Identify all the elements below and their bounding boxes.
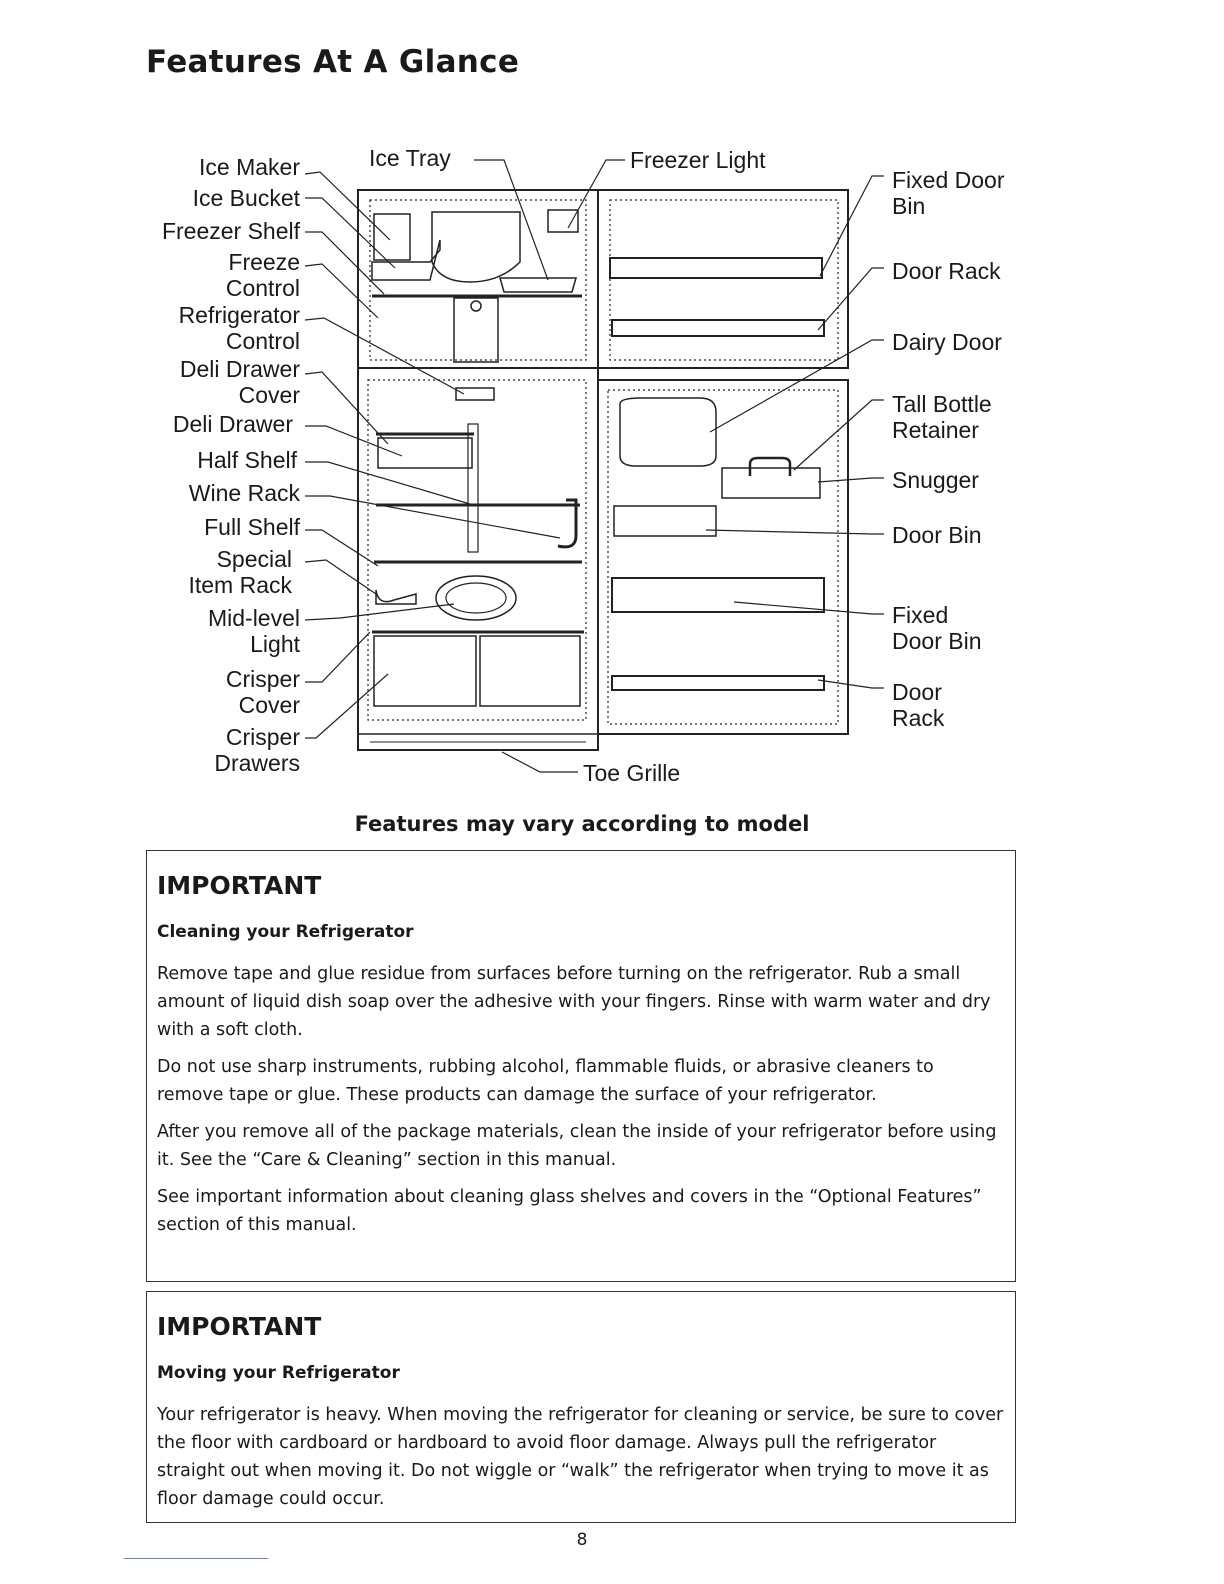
- label-freeze-control: Freeze Control: [225, 249, 300, 301]
- label-fixed-door-bin-top: Fixed Door Bin: [892, 167, 1005, 219]
- important-subheading: Cleaning your Refrigerator: [157, 922, 414, 942]
- fresh-food-door: [597, 379, 849, 735]
- label-full-shelf: Full Shelf: [204, 514, 300, 540]
- label-tall-bottle-retainer: Tall Bottle Retainer: [892, 391, 992, 443]
- paragraph: See important information about cleaning…: [157, 1187, 982, 1235]
- paragraph: Your refrigerator is heavy. When moving …: [157, 1405, 1004, 1509]
- label-special-item-rack: Special Item Rack: [188, 546, 292, 598]
- wine-rack-shape: [557, 498, 578, 549]
- paragraph: Remove tape and glue residue from surfac…: [157, 964, 991, 1040]
- important-subheading: Moving your Refrigerator: [157, 1363, 400, 1383]
- ice-bucket-shape: [371, 239, 441, 281]
- dairy-door-shape: [619, 397, 717, 467]
- label-snugger: Snugger: [892, 467, 979, 493]
- page-title: Features At A Glance: [146, 44, 520, 80]
- label-ice-maker: Ice Maker: [199, 154, 300, 180]
- crisper-drawer-right: [479, 635, 581, 707]
- important-heading: IMPORTANT: [157, 871, 322, 900]
- label-refrigerator-control: Refrigerator Control: [178, 302, 300, 354]
- crisper-drawer-left: [373, 635, 477, 707]
- label-half-shelf: Half Shelf: [197, 447, 297, 473]
- label-door-rack-bottom: Door Rack: [892, 679, 945, 731]
- ice-tray-shape: [499, 277, 577, 293]
- label-ice-bucket: Ice Bucket: [192, 185, 300, 211]
- refrigerator-illustration: [304, 159, 884, 773]
- toe-grille-shape: [357, 733, 599, 751]
- refrigerator-control-unit: [455, 387, 495, 401]
- paragraph: After you remove all of the package mate…: [157, 1122, 997, 1170]
- important-box-moving: IMPORTANT Moving your Refrigerator Your …: [146, 1291, 1016, 1523]
- label-ice-tray: Ice Tray: [369, 145, 451, 171]
- label-freezer-light: Freezer Light: [630, 147, 766, 173]
- diagram-note: Features may vary according to model: [354, 812, 810, 836]
- label-fixed-door-bin-bottom: Fixed Door Bin: [892, 602, 982, 654]
- ice-maker-unit: [373, 213, 411, 261]
- label-freezer-shelf: Freezer Shelf: [161, 218, 300, 244]
- label-wine-rack: Wine Rack: [188, 480, 300, 506]
- snugger-shape: [748, 456, 792, 476]
- paragraph: Do not use sharp instruments, rubbing al…: [157, 1057, 934, 1105]
- label-deli-drawer-cover: Deli Drawer Cover: [179, 356, 300, 408]
- label-mid-level-light: Mid-level Light: [207, 605, 300, 657]
- label-toe-grille: Toe Grille: [583, 760, 681, 786]
- freezer-door: [597, 189, 849, 369]
- label-door-rack-top: Door Rack: [892, 258, 1001, 284]
- mid-level-light-shape: [435, 575, 517, 621]
- label-crisper-drawers: Crisper Drawers: [214, 724, 300, 776]
- important-box-cleaning: IMPORTANT Cleaning your Refrigerator Rem…: [146, 850, 1016, 1282]
- label-dairy-door: Dairy Door: [892, 329, 1002, 355]
- important-heading: IMPORTANT: [157, 1312, 322, 1341]
- page-number: 8: [576, 1530, 588, 1550]
- label-door-bin: Door Bin: [892, 522, 982, 548]
- refrigerator-diagram: Ice Maker Ice Bucket Freezer Shelf Freez…: [0, 130, 1224, 800]
- label-deli-drawer: Deli Drawer: [172, 411, 293, 437]
- corner-rule: [124, 1558, 268, 1559]
- label-crisper-cover: Crisper Cover: [225, 666, 300, 718]
